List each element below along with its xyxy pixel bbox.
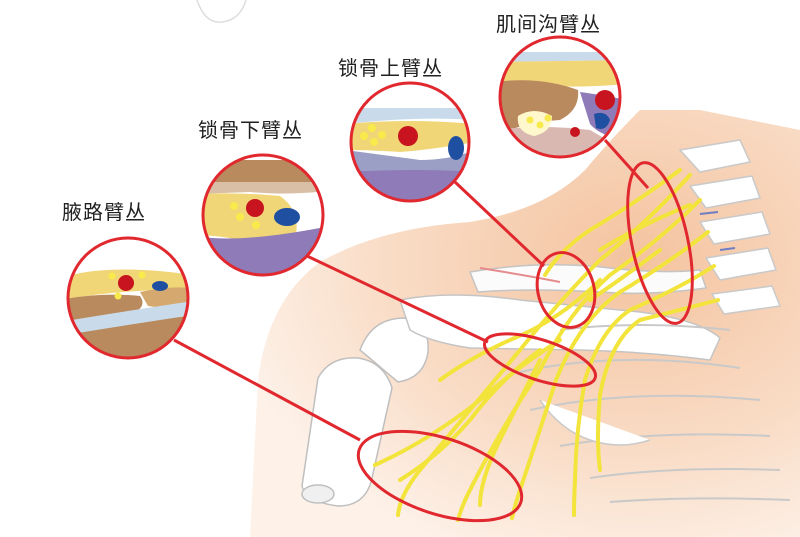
supraclavicular-pointer-line bbox=[453, 180, 546, 268]
interscalene-pointer-line bbox=[603, 138, 650, 190]
infraclavicular-label: 锁骨下臂丛 bbox=[198, 118, 303, 142]
cervical-spine bbox=[678, 139, 782, 315]
subclavian-vessel bbox=[479, 267, 561, 283]
axillary-label: 腋路臂丛 bbox=[62, 200, 146, 224]
axillary-pointer-line bbox=[173, 338, 361, 442]
supraclavicular-cross-section bbox=[349, 81, 471, 203]
supraclavicular-site-ellipse bbox=[535, 251, 597, 329]
scapula-bone bbox=[399, 294, 721, 361]
supraclavicular-label: 锁骨上臂丛 bbox=[338, 56, 443, 80]
clavicle-bone bbox=[468, 264, 707, 295]
interscalene-cross-section bbox=[498, 35, 622, 159]
interscalene-site-ellipse bbox=[626, 161, 694, 325]
faint-outline bbox=[196, 0, 247, 23]
interscalene-label: 肌间沟臂丛 bbox=[496, 12, 601, 36]
rib-cage bbox=[519, 324, 791, 503]
pointer-lines bbox=[173, 138, 650, 442]
axillary-site-ellipse bbox=[356, 429, 524, 523]
axillary-cross-section bbox=[66, 236, 190, 360]
vertebral-lines bbox=[699, 211, 736, 251]
infraclavicular-pointer-line bbox=[304, 253, 489, 344]
first-rib bbox=[539, 399, 651, 446]
